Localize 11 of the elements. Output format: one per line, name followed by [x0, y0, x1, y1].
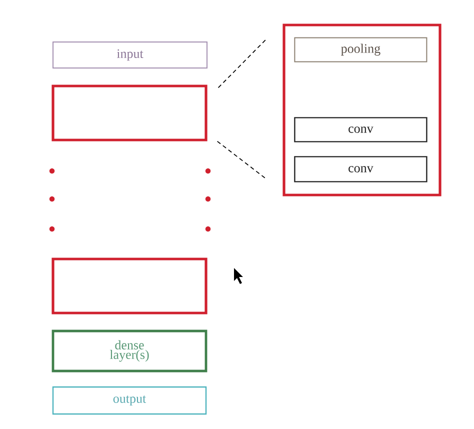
- layer-box: conv: [294, 156, 428, 182]
- layer-box: conv: [294, 117, 428, 142]
- dashed-line: [218, 38, 268, 88]
- layer-box: [52, 84, 208, 142]
- layer-box: input: [52, 42, 208, 68]
- layer-box: dense layer(s): [52, 330, 208, 372]
- dashed-line: [216, 140, 268, 180]
- layer-box: pooling: [294, 37, 428, 62]
- layer-box: [52, 258, 208, 314]
- zoom-box: [282, 24, 442, 196]
- layer-box: output: [52, 386, 207, 415]
